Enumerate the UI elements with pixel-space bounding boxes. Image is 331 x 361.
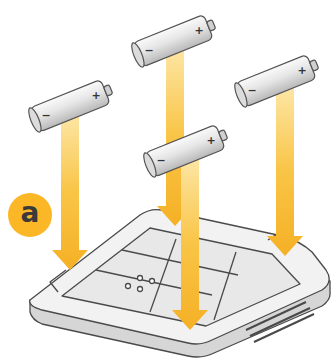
positive-mark: + <box>206 135 215 146</box>
step-letter: a <box>21 199 40 227</box>
positive-mark: + <box>194 25 203 36</box>
negative-mark: − <box>156 155 165 166</box>
negative-mark: − <box>144 45 153 56</box>
positive-mark: + <box>91 90 100 101</box>
positive-mark: + <box>297 65 306 76</box>
negative-mark: − <box>41 110 50 121</box>
step-badge: a <box>8 193 52 237</box>
aa-batteries <box>26 12 321 178</box>
negative-mark: − <box>247 85 256 96</box>
